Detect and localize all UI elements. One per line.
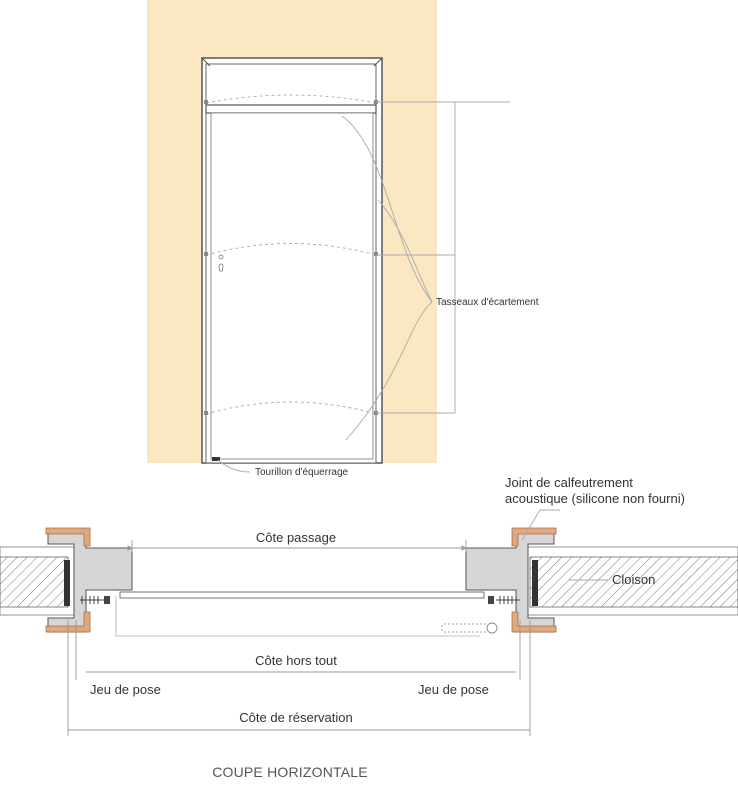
seal-left-top — [45, 527, 91, 547]
door-transom — [205, 104, 377, 114]
keyhole-icon — [218, 263, 224, 272]
joint-label-line2: acoustique (silicone non fourni) — [505, 491, 685, 506]
joint-leader — [521, 509, 560, 541]
seal-right-top — [511, 527, 557, 547]
leaf-swing-left — [115, 596, 480, 637]
jeu-de-pose-right-label: Jeu de pose — [418, 682, 489, 697]
door-elevation — [147, 0, 437, 464]
seal-left-bottom — [45, 611, 91, 633]
tourillon-leader — [217, 459, 251, 473]
dimension-lines — [67, 540, 531, 736]
frame-profile-right — [465, 527, 557, 633]
door-leaf — [210, 112, 374, 460]
joint-label-line1: Joint de calfeutrement — [505, 475, 633, 490]
screw-left — [80, 596, 104, 604]
wall-left-hatch — [0, 556, 69, 608]
screw-right — [496, 596, 520, 604]
wall-right-hatch — [529, 556, 738, 608]
seal-right-bottom — [511, 611, 557, 633]
section-title: COUPE HORIZONTALE — [212, 764, 368, 780]
door-knob — [218, 254, 224, 260]
frame-corner-left — [201, 57, 383, 67]
frame-profile-left — [45, 527, 133, 633]
frame-foot — [212, 457, 220, 461]
cote-hors-tout-label: Côte hors tout — [255, 653, 337, 668]
horizontal-section — [0, 527, 738, 637]
tasseaux-leaders — [341, 101, 510, 441]
cote-passage-label: Côte passage — [256, 530, 336, 545]
tasseaux-label: Tasseaux d'écartement — [436, 297, 539, 308]
tourillon-label: Tourillon d'équerrage — [255, 467, 349, 478]
cote-reservation-label: Côte de réservation — [239, 710, 352, 725]
spacer-arc-mid — [205, 243, 377, 256]
hinge-icon — [441, 622, 498, 634]
jeu-de-pose-left-label: Jeu de pose — [90, 682, 161, 697]
door-leaf-section — [119, 591, 485, 599]
spacer-arc-bot — [205, 401, 377, 415]
spacer-arc-top — [205, 94, 377, 104]
cloison-label: Cloison — [612, 572, 655, 587]
